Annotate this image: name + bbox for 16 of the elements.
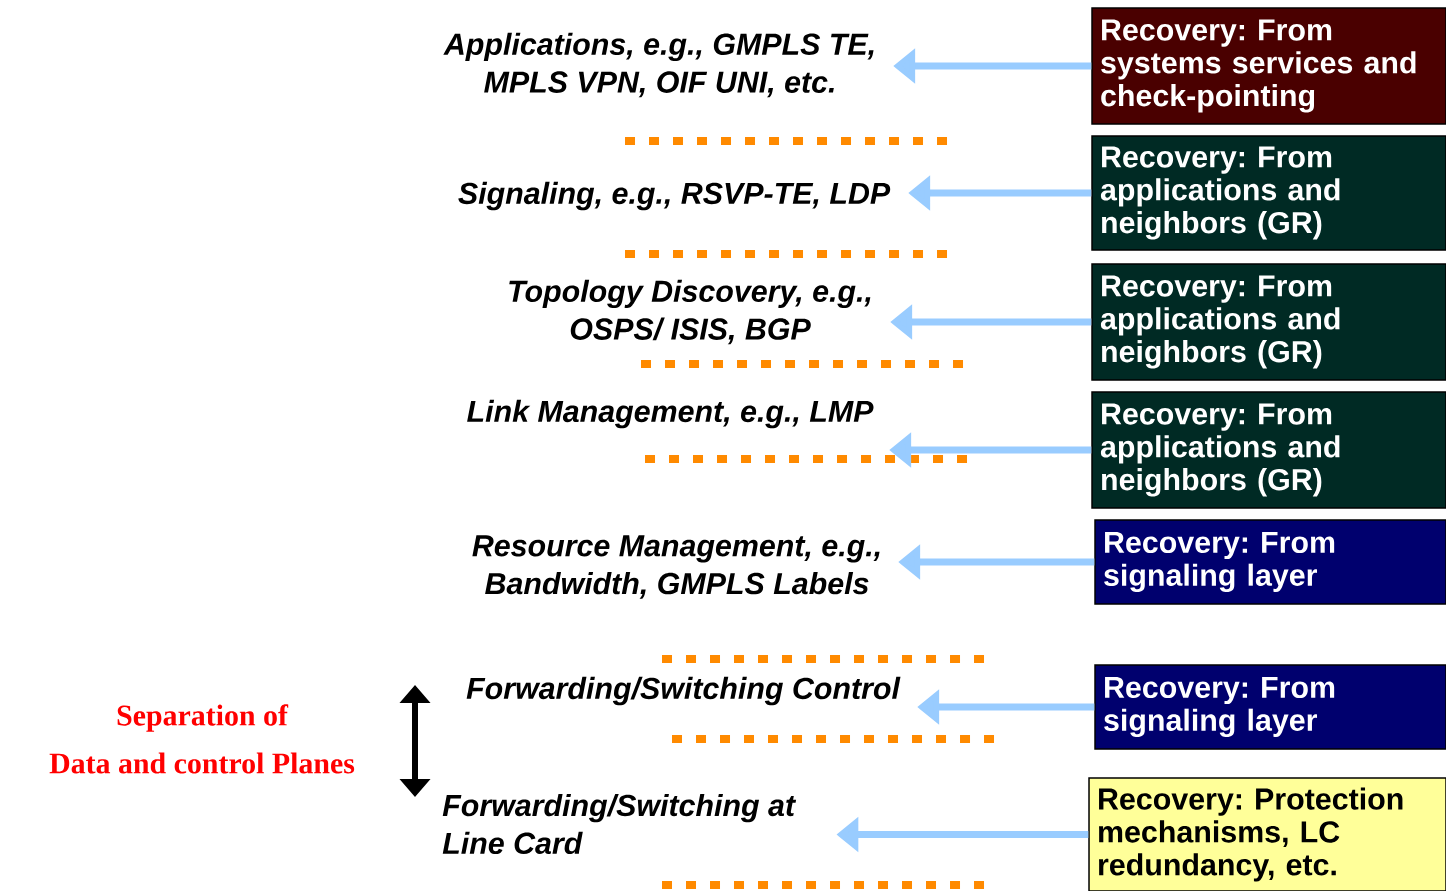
layer-label: Forwarding/Switching at Line Card bbox=[442, 793, 797, 855]
layer-label: Forwarding/Switching Control bbox=[466, 676, 901, 706]
recovery-box: Recovery: From applications and neighbors (GR) bbox=[1091, 391, 1446, 509]
layer-label: Signaling, e.g., RSVP-TE, LDP bbox=[458, 181, 891, 211]
layer-label: Applications, e.g., GMPLS TE, MPLS VPN, OIF UNI, etc. bbox=[443, 32, 874, 98]
side-label: Data and control Planes bbox=[49, 752, 355, 774]
layer-label: Topology Discovery, e.g., OSPS/ ISIS, BGP bbox=[509, 279, 871, 345]
recovery-box: Recovery: From signaling layer bbox=[1094, 519, 1446, 605]
layer-label: Link Management, e.g., LMP bbox=[467, 399, 874, 429]
recovery-box: Recovery: From applications and neighbors (GR) bbox=[1091, 135, 1446, 251]
recovery-box: Recovery: From systems services and check-pointing bbox=[1091, 7, 1446, 125]
recovery-box: Recovery: Protection mechanisms, LC redundancy, etc. bbox=[1088, 777, 1446, 891]
recovery-box: Recovery: From signaling layer bbox=[1094, 664, 1446, 750]
layer-label: Resource Management, e.g., Bandwidth, GMPLS Labels bbox=[472, 535, 880, 599]
side-label: Separation of bbox=[117, 704, 289, 732]
recovery-box: Recovery: From applications and neighbors (GR) bbox=[1091, 263, 1446, 381]
